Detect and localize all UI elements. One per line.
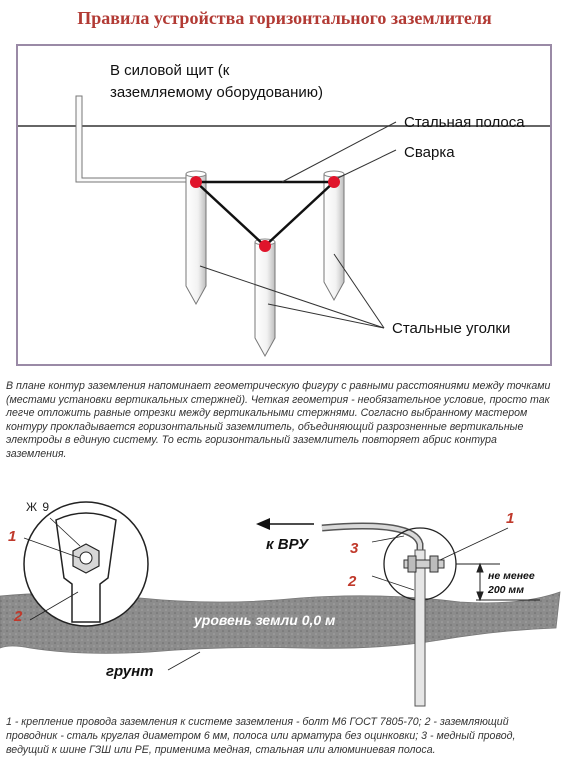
- callout-number-3: 3: [350, 540, 359, 557]
- steel-angle-rod-right: [323, 170, 345, 302]
- top-diagram-panel: В силовой щит (к заземляемому оборудован…: [16, 44, 552, 366]
- copper-wire: [321, 522, 424, 572]
- grounding-rod: [414, 549, 426, 707]
- callout-number-1-left: 1: [8, 528, 17, 545]
- grounding-connection-diagram: [0, 501, 561, 707]
- steel-angle-rod-front: [254, 238, 276, 358]
- weld-label: Сварка: [404, 144, 455, 161]
- weld-point: [328, 176, 340, 188]
- callout-number-2-left: 2: [14, 608, 23, 625]
- callout-number-1-right: 1: [506, 510, 515, 527]
- bolt-icon: [403, 555, 445, 573]
- to-vru-label: к ВРУ: [266, 536, 309, 553]
- callout-number-2-right: 2: [348, 573, 357, 590]
- weld-point: [259, 240, 271, 252]
- page-title: Правила устройства горизонтального зазем…: [77, 8, 492, 28]
- steel-strip: [195, 180, 335, 247]
- bolt-size-label: Ж 9: [26, 500, 51, 514]
- steel-angle-rod-left: [185, 170, 207, 306]
- bolt-detail-view: [23, 501, 149, 627]
- steel-angles-label: Стальные уголки: [392, 320, 511, 337]
- min-depth-line1: не менее: [488, 570, 535, 582]
- min-depth-label: не менее 200 мм: [488, 569, 535, 597]
- soil-label: грунт: [106, 663, 154, 680]
- depth-dimension: [456, 562, 540, 602]
- steel-strip-label: Стальная полоса: [404, 114, 525, 131]
- description-text: В плане контур заземления напоминает гео…: [6, 380, 551, 460]
- weld-point: [190, 176, 202, 188]
- to-vru-arrow-icon: [256, 518, 314, 530]
- power-panel-label: В силовой щит (к заземляемому оборудован…: [110, 62, 324, 101]
- leader-lines: [371, 527, 509, 591]
- ground-level-label: уровень земли 0,0 м: [194, 612, 336, 628]
- leader-lines: [199, 121, 397, 329]
- legend-text: 1 - крепление провода заземления к систе…: [6, 716, 516, 756]
- power-lead-conductor: [75, 95, 191, 183]
- min-depth-line2: 200 мм: [488, 584, 524, 596]
- grounding-contour-diagram: [18, 95, 550, 358]
